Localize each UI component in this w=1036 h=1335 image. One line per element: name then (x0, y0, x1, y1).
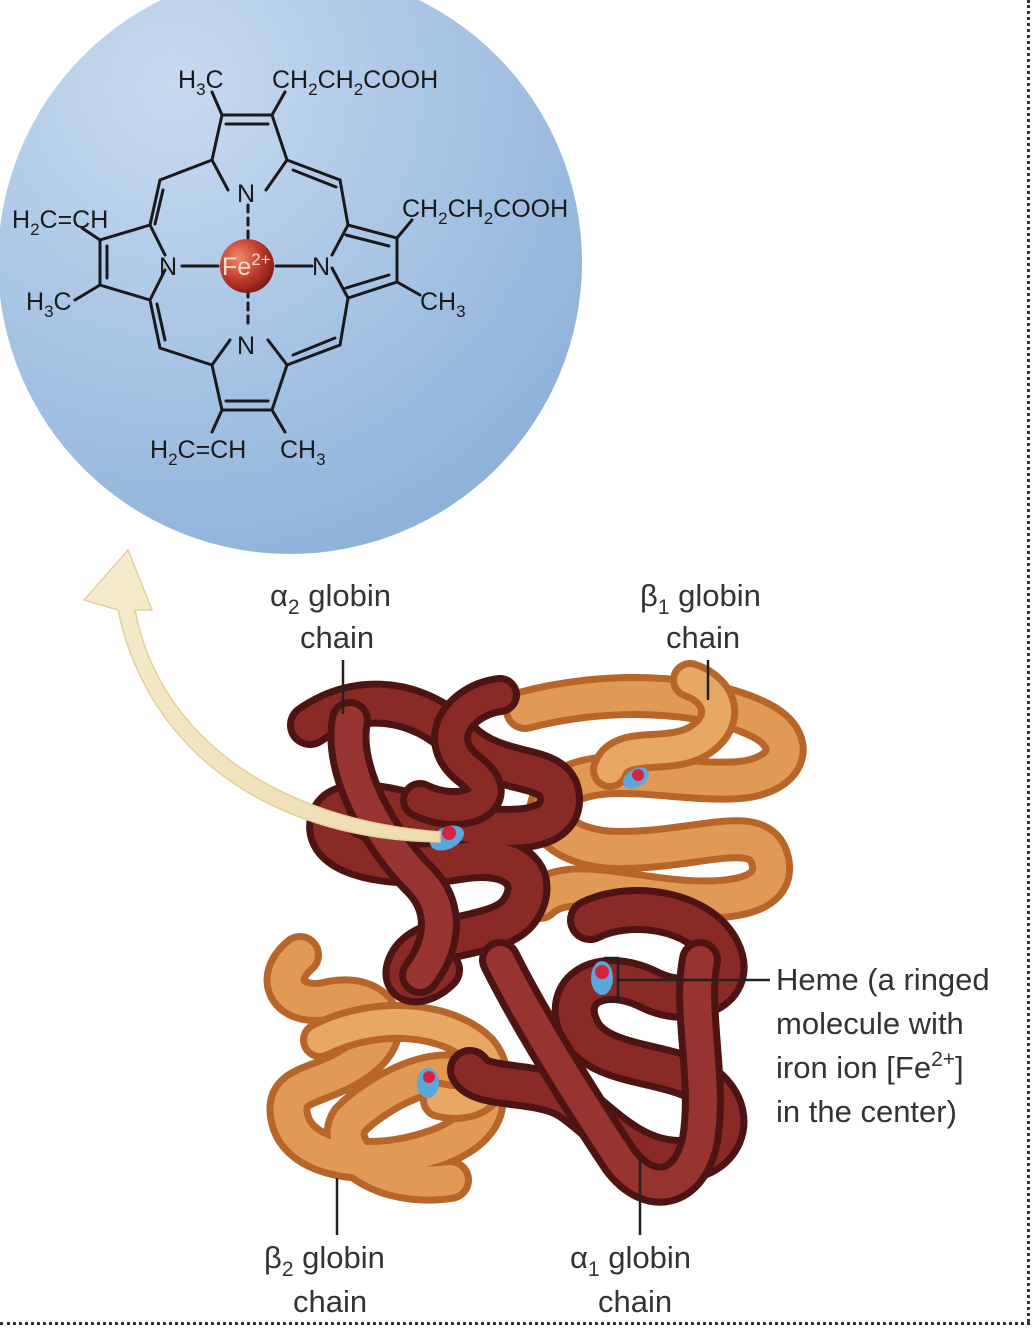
beta2-label-line2: chain (293, 1284, 367, 1319)
nitrogen-top: N (237, 180, 255, 208)
heme-label-line3: iron ion [Fe2+] (776, 1048, 964, 1085)
dotted-border-right (1027, 0, 1030, 1322)
alpha1-chain-tubes (470, 910, 725, 1185)
hemoglobin-protein (286, 680, 785, 1185)
nitrogen-bottom: N (237, 332, 255, 360)
heme-group-beta2 (417, 1068, 439, 1098)
beta2-label-line1: β2 globin (264, 1240, 385, 1281)
alpha2-label-line1: α2 globin (270, 578, 391, 619)
heme-group-alpha1 (591, 961, 613, 995)
nitrogen-right: N (312, 253, 330, 281)
dotted-border-bottom (0, 1322, 1030, 1325)
alpha2-label-line2: chain (300, 620, 374, 655)
heme-label-line1: Heme (a ringed (776, 962, 990, 997)
beta1-label-line1: β1 globin (640, 578, 761, 619)
alpha1-label-line2: chain (598, 1284, 672, 1319)
alpha1-label-line1: α1 globin (570, 1240, 691, 1281)
heme-label-line2: molecule with (776, 1006, 964, 1041)
beta1-label-line2: chain (666, 620, 740, 655)
nitrogen-left: N (159, 253, 177, 281)
heme-label-line4: in the center) (776, 1094, 957, 1129)
